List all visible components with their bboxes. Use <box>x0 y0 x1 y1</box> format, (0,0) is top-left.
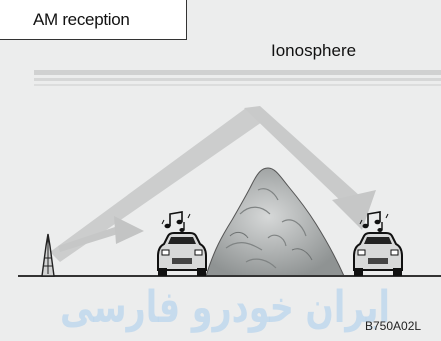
skywave-signal-arrow <box>50 106 376 262</box>
mountain-icon <box>205 167 345 277</box>
radio-tower-icon <box>41 233 55 277</box>
groundwave-signal-arrow <box>58 216 144 252</box>
car-icon <box>353 232 403 276</box>
section-title-box: AM reception <box>0 0 187 40</box>
car-icon <box>157 232 207 276</box>
ionosphere-layer <box>34 70 441 86</box>
section-title: AM reception <box>33 10 130 29</box>
music-note-icon <box>359 211 389 232</box>
watermark: ایران خودرو فارسی <box>60 282 390 333</box>
music-note-icon <box>161 211 191 232</box>
ionosphere-label: Ionosphere <box>271 41 357 60</box>
figure-code: B750A02L <box>365 319 422 333</box>
